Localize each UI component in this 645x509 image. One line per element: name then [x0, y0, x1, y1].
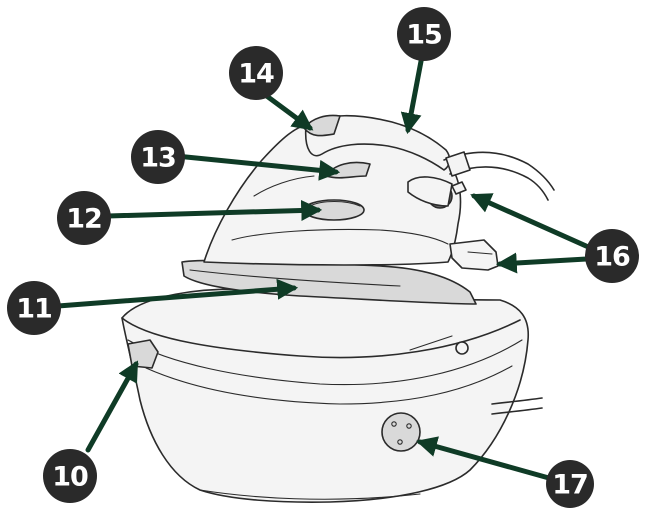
callout-badge-15: 15 [397, 7, 451, 61]
callout-label-14: 14 [238, 59, 274, 90]
callout-badge-14: 14 [229, 46, 283, 100]
base-port [456, 342, 468, 354]
base-lock-release [128, 340, 158, 368]
callout-badge-16: 16 [585, 229, 639, 283]
callout-label-15: 15 [406, 20, 442, 51]
callout-badge-13: 13 [131, 130, 185, 184]
callout-label-12: 12 [66, 204, 102, 235]
callout-label-11: 11 [16, 294, 52, 325]
arrow-15 [408, 56, 422, 130]
callout-label-10: 10 [52, 462, 88, 493]
base-station [122, 289, 542, 502]
callout-badge-17: 17 [546, 460, 594, 508]
callout-label-16: 16 [594, 242, 630, 273]
callout-label-17: 17 [552, 470, 588, 501]
arrow-10 [88, 364, 136, 450]
steam-iron [182, 116, 554, 305]
rear-lock-tab [450, 240, 498, 270]
callout-badge-12: 12 [57, 191, 111, 245]
arrow-14 [264, 94, 310, 128]
callout-badge-10: 10 [43, 449, 97, 503]
water-tank-cap [382, 413, 420, 451]
callout-badge-11: 11 [7, 281, 61, 335]
callout-label-13: 13 [140, 143, 176, 174]
arrow-16a [474, 196, 604, 254]
